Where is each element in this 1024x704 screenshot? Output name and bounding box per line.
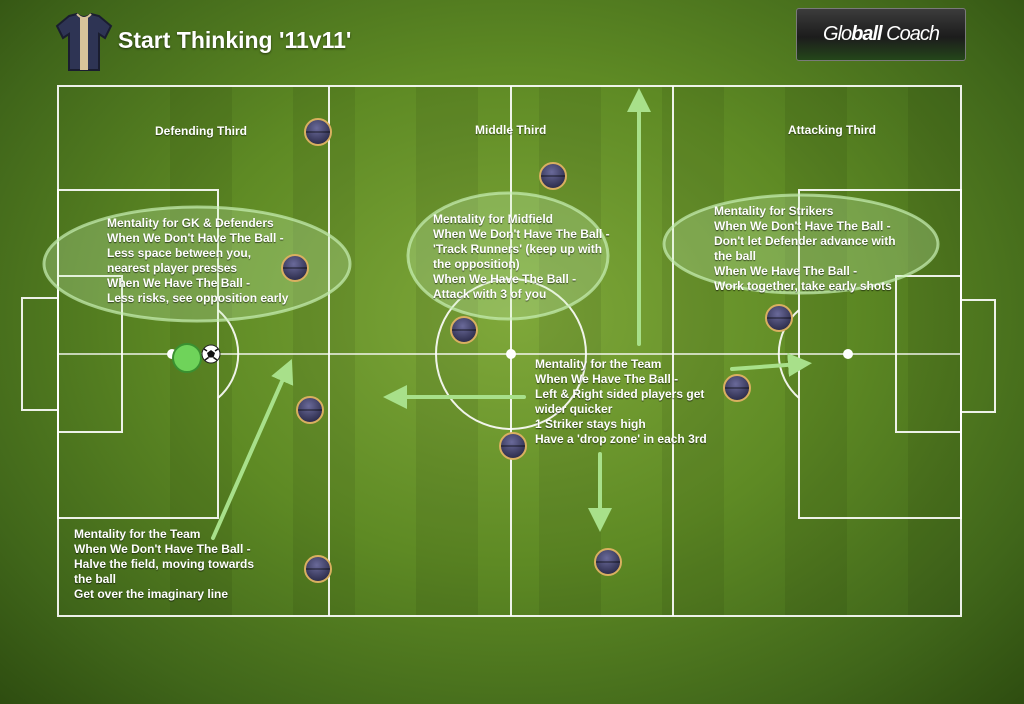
center-spot	[506, 349, 516, 359]
strikers-highlight-zone	[662, 193, 940, 295]
center-circle	[435, 278, 587, 430]
player-marker	[723, 374, 751, 402]
player-marker	[304, 555, 332, 583]
right-goal	[960, 299, 996, 413]
midfield-highlight-zone	[406, 191, 610, 321]
press-arrow	[211, 359, 294, 540]
grass-stripe	[416, 86, 478, 616]
right-penalty-spot	[843, 349, 853, 359]
player-marker	[304, 118, 332, 146]
player-marker	[765, 304, 793, 332]
goalkeeper-marker	[172, 343, 202, 373]
defenders-highlight-zone	[42, 205, 352, 323]
attack-arrow	[730, 352, 812, 377]
page-title: Start Thinking '11v11'	[118, 27, 352, 53]
globall-coach-logo[interactable]: Globall Coach	[796, 8, 966, 61]
middle-third-label: Middle Third	[475, 123, 547, 137]
player-marker	[539, 162, 567, 190]
left-goal	[21, 297, 59, 411]
grass-stripe	[293, 86, 355, 616]
football-shirt-icon	[55, 12, 113, 71]
player-marker	[450, 316, 478, 344]
player-marker	[281, 254, 309, 282]
football-icon	[201, 344, 221, 364]
player-marker	[296, 396, 324, 424]
attacking-third-label: Attacking Third	[788, 123, 877, 137]
player-marker	[499, 432, 527, 460]
defending-third-label: Defending Third	[155, 124, 247, 138]
logo-text: Globall Coach	[823, 23, 940, 45]
player-marker	[594, 548, 622, 576]
grass-stripe	[785, 86, 847, 616]
grass-stripe	[908, 86, 960, 616]
